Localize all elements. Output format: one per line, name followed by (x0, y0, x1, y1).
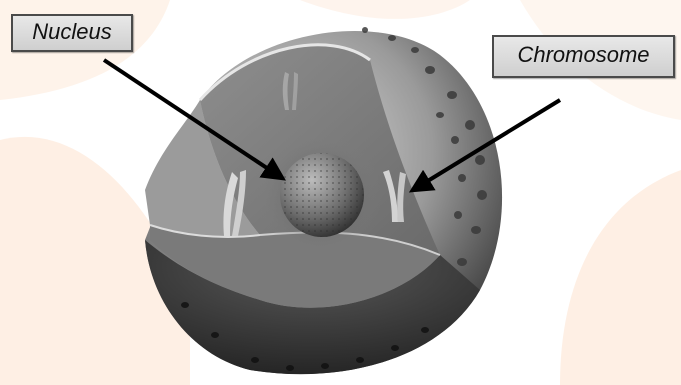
nucleus-shape (258, 134, 382, 258)
nucleus-label: Nucleus (11, 14, 133, 52)
chromosome-label: Chromosome (492, 35, 675, 78)
